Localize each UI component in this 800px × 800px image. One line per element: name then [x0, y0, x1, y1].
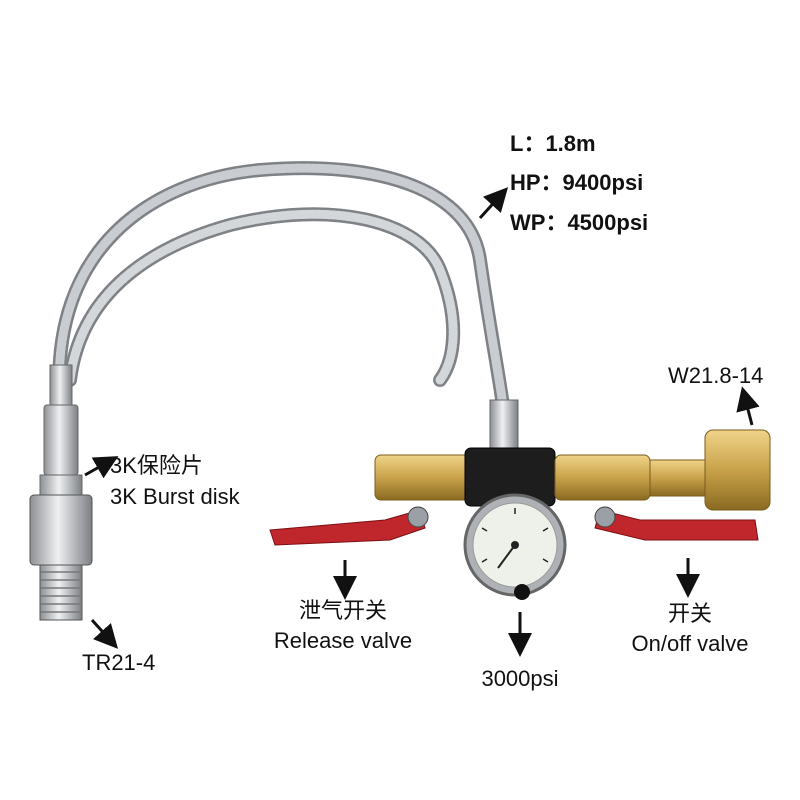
- spec-arrow: [478, 187, 509, 220]
- pressure-gauge: [463, 493, 567, 600]
- label-burst-en: 3K Burst disk: [110, 484, 240, 509]
- hose-crimp-fitting: [489, 399, 519, 456]
- label-onoff-en: On/off valve: [631, 631, 749, 656]
- label-tr21: TR21-4: [82, 650, 156, 675]
- label-release-en: Release valve: [273, 628, 413, 653]
- label-gauge: 3000psi: [481, 666, 559, 691]
- label-burst-cn: 3K保险片: [110, 453, 203, 478]
- w21-arrow: [736, 386, 760, 426]
- onoff-valve-handle: [594, 506, 759, 541]
- left-fitting: [29, 364, 93, 621]
- burst-disk-arrow: [84, 456, 119, 479]
- release-valve-handle: [269, 506, 429, 546]
- valve-manifold: [374, 429, 771, 511]
- braided-hose: [52, 161, 512, 427]
- label-w21: W21.8-14: [668, 363, 764, 388]
- label-release-cn: 泄气开关: [298, 598, 387, 623]
- tr21-arrow: [90, 618, 119, 649]
- spec-wp: WP：4500psi: [510, 210, 649, 235]
- callout-arrows: [84, 187, 760, 657]
- label-onoff-cn: 开关: [667, 601, 712, 626]
- spec-hp: HP：9400psi: [510, 170, 644, 195]
- spec-length: L：1.8m: [510, 131, 596, 156]
